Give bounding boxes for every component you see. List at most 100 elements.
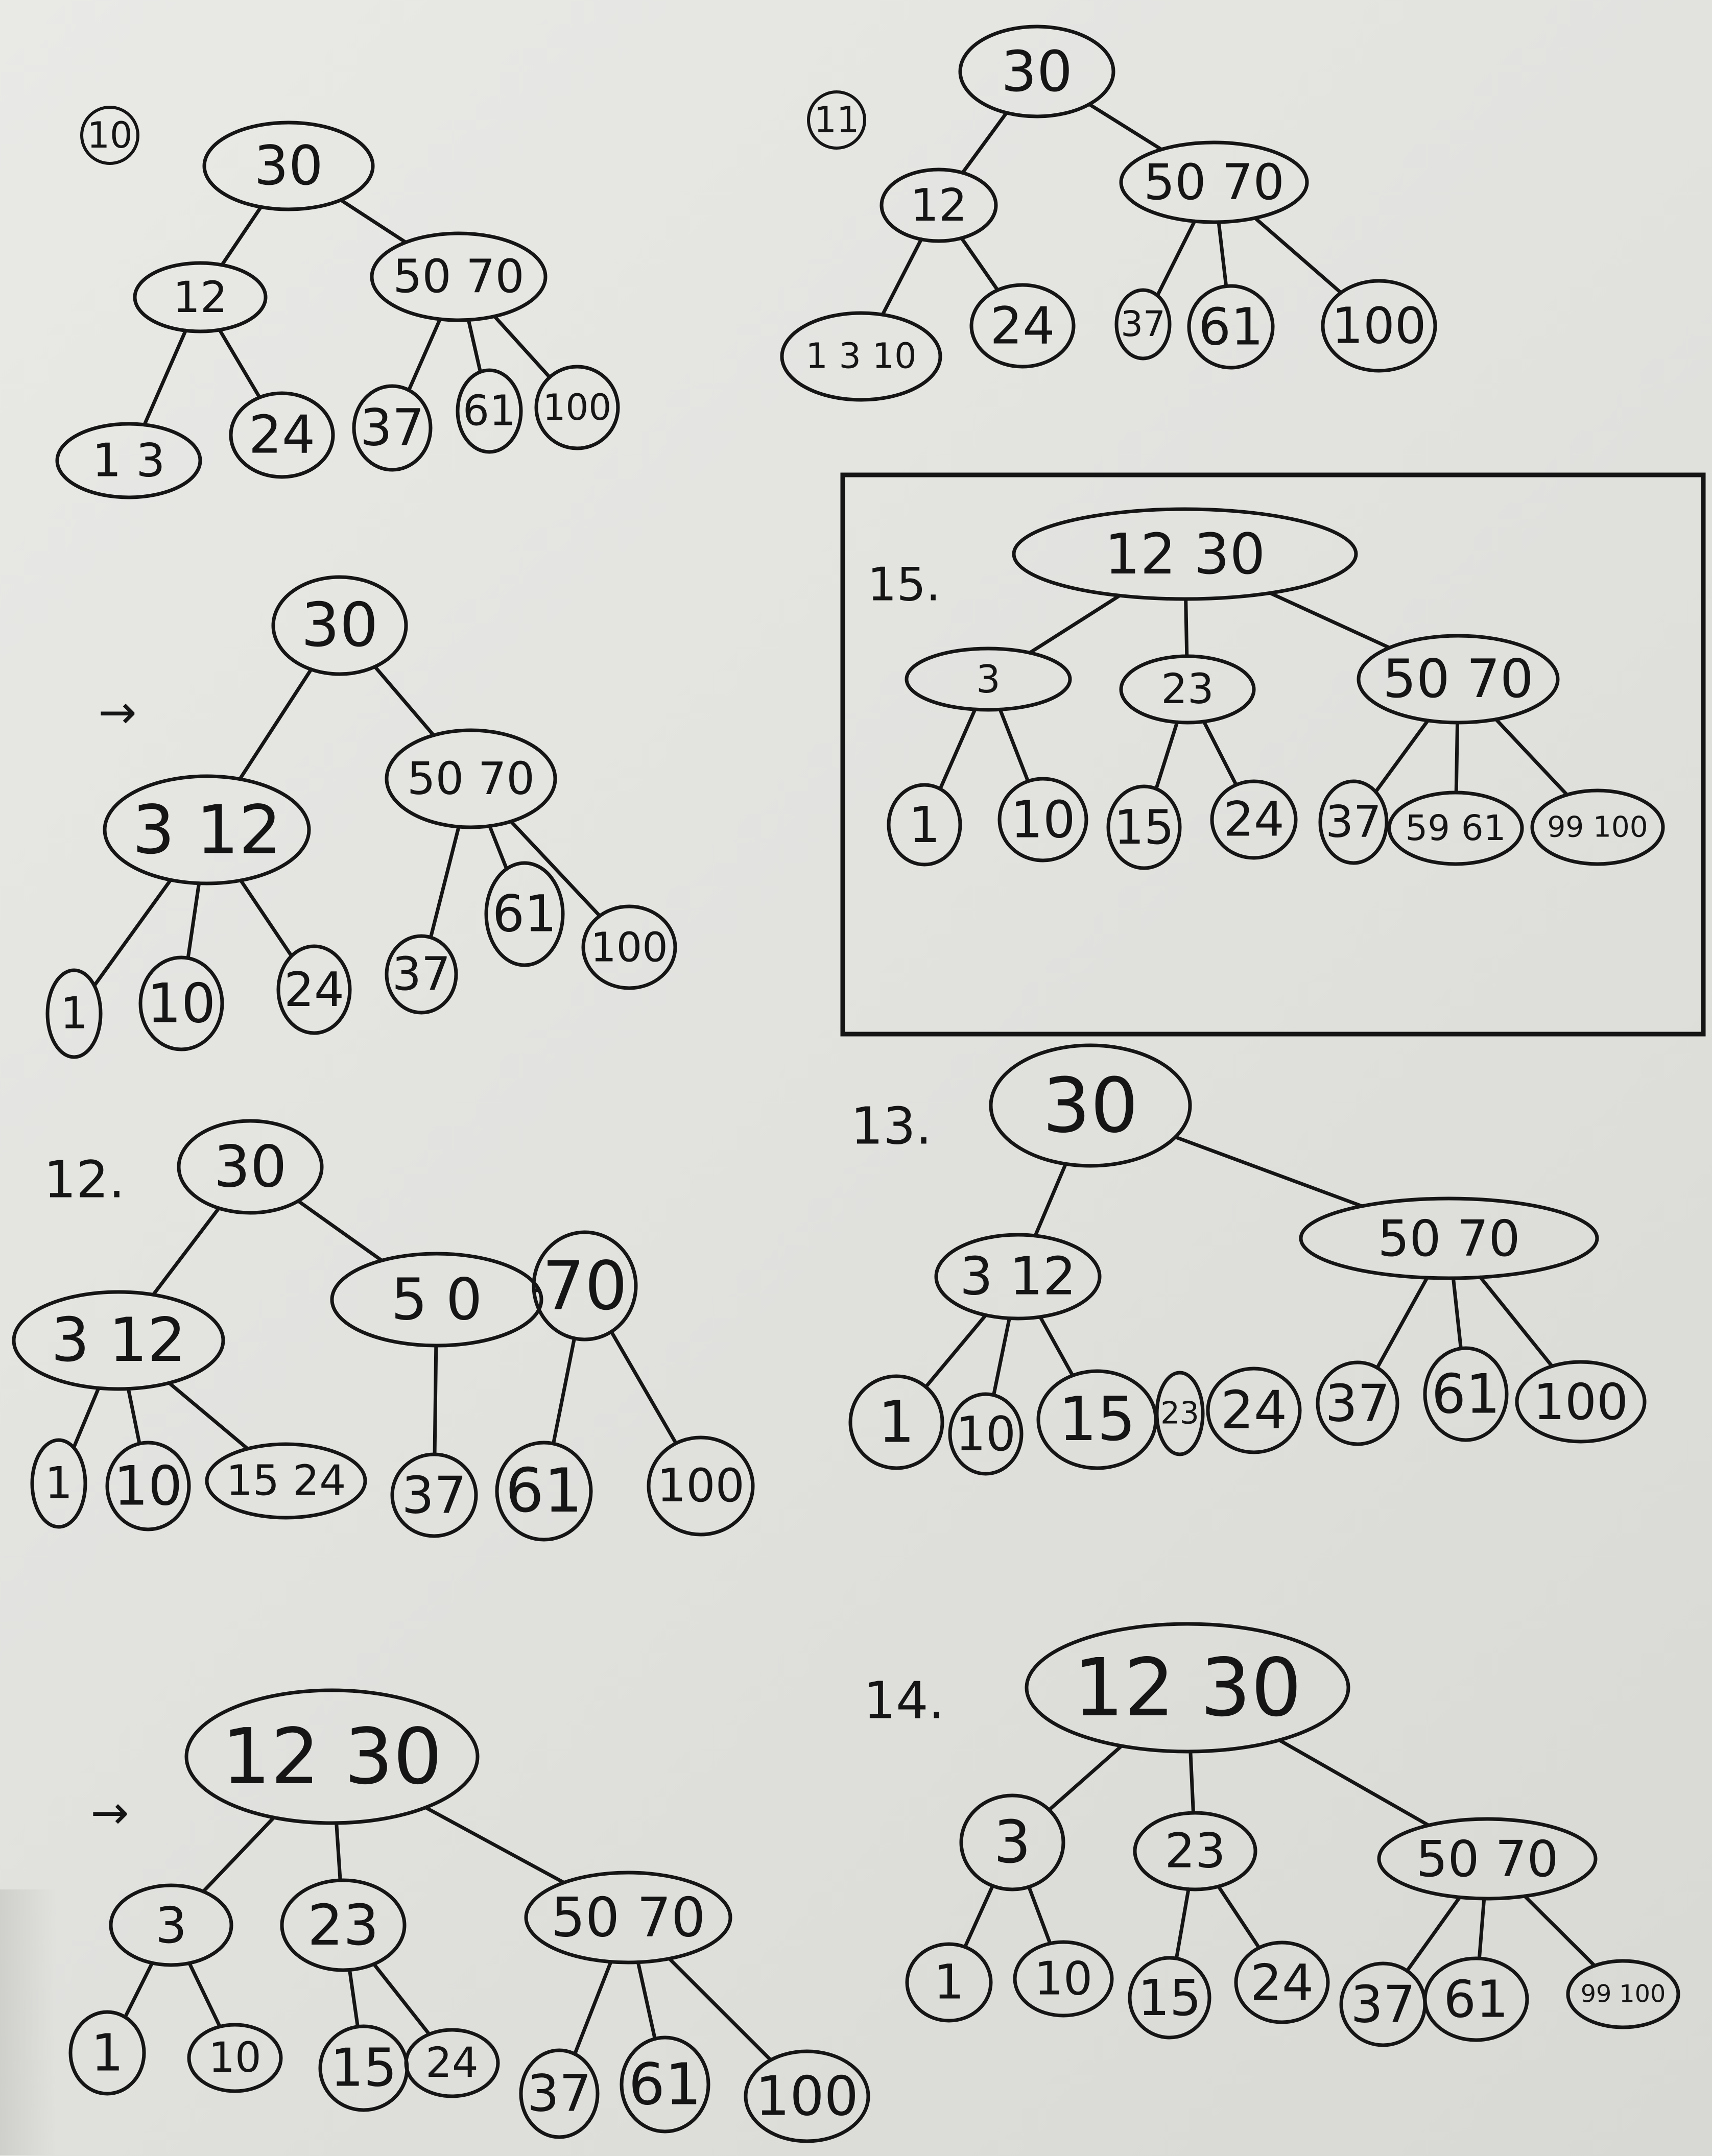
- tree-edge: [407, 317, 442, 392]
- tree-edge: [151, 1206, 221, 1297]
- tree-node-outline: [352, 384, 433, 472]
- tree-node-outline: [1012, 507, 1358, 601]
- tree-node: 1: [68, 2010, 146, 2096]
- tree-edge: [123, 1961, 154, 2019]
- tree-node: 100: [581, 904, 677, 990]
- tree-node-outline: [109, 1883, 233, 1967]
- tree-node-outline: [390, 1452, 478, 1538]
- tree-node-outline: [969, 283, 1076, 369]
- tree-node-keys: 61: [492, 885, 557, 944]
- tree-node-outline: [1119, 654, 1256, 725]
- tree-node-keys: 61: [1432, 1363, 1501, 1426]
- tree-node: 1: [45, 968, 103, 1059]
- tree-node-keys: 24: [284, 962, 344, 1017]
- tree-edge: [187, 1961, 222, 2029]
- tree-node-outline: [1106, 784, 1182, 870]
- tree-node-keys: 50 70: [551, 1886, 706, 1949]
- tree-node-outline: [385, 934, 458, 1015]
- tree-node-outline: [138, 955, 224, 1051]
- tree-edge: [1375, 1276, 1429, 1370]
- tree-node: 50 70: [1299, 1196, 1599, 1280]
- tree-node-keys: 37: [392, 948, 450, 1001]
- tree-node: 15: [1128, 1956, 1211, 2040]
- tree-node: 61: [495, 1441, 593, 1542]
- tree-node: 70: [532, 1230, 638, 1341]
- tree-node-keys: 37: [401, 1466, 466, 1525]
- tree-edge: [92, 878, 173, 988]
- tree-node-keys: 61: [1198, 297, 1263, 357]
- tree-node: 37: [390, 1452, 478, 1538]
- tree-node-outline: [105, 1441, 191, 1531]
- tree-node-outline: [620, 2035, 710, 2134]
- tree-edge: [1523, 1894, 1597, 1968]
- tree-node-outline: [1025, 1622, 1350, 1754]
- tree-node-outline: [276, 944, 352, 1035]
- tree-node: 37: [1316, 1360, 1399, 1446]
- tree-node-keys: 50 70: [1377, 1209, 1520, 1267]
- tree-node-keys: 24: [249, 405, 315, 466]
- tree-node-keys: 24: [1221, 1380, 1287, 1441]
- tree-node-outline: [187, 2023, 283, 2093]
- tree-edge: [1202, 720, 1238, 787]
- tree-node-keys: 5 0: [391, 1266, 483, 1333]
- tree-node-outline: [1234, 1941, 1330, 2024]
- step-number-label: 13.: [850, 1096, 932, 1156]
- tree-node: 24: [276, 944, 352, 1035]
- tree-edge: [1033, 1162, 1068, 1238]
- tree-node-keys: 1 3: [92, 434, 165, 488]
- tree-node: 12 30: [1025, 1622, 1350, 1754]
- tree-edge: [1217, 220, 1228, 289]
- tree-node: 10: [138, 955, 224, 1051]
- tree-node-outline: [55, 422, 202, 499]
- tree-node-keys: 10: [114, 1455, 183, 1518]
- tree-node-keys: 23: [1164, 1824, 1225, 1879]
- tree-edge: [1478, 1275, 1554, 1368]
- tree-node-keys: 37: [1350, 1975, 1415, 2034]
- tree-node-outline: [177, 1119, 324, 1215]
- tree-node: 61: [1187, 284, 1275, 370]
- tree-edge: [429, 825, 461, 940]
- tree-node: 37: [1318, 779, 1389, 865]
- tree-node-outline: [959, 1793, 1065, 1891]
- tree-edge: [1268, 591, 1392, 650]
- tree-node-keys: 61: [1443, 1970, 1508, 2029]
- tree-node-outline: [1114, 288, 1172, 361]
- tree-edge: [924, 1313, 988, 1389]
- tree-edge: [466, 318, 482, 374]
- tree-edge: [218, 328, 261, 399]
- tree-node-outline: [647, 1435, 755, 1537]
- tree-node-outline: [879, 167, 998, 243]
- tree-node: 24: [1206, 1367, 1302, 1454]
- tree-node: 24: [1210, 779, 1298, 860]
- tree-node: 15: [1036, 1369, 1158, 1470]
- tree-node-outline: [184, 1688, 480, 1825]
- tree-edge: [1405, 1895, 1462, 1973]
- tree-node: 1 3: [55, 422, 202, 499]
- tree-node-outline: [30, 1438, 87, 1529]
- tree-node-keys: 37: [360, 399, 424, 458]
- tree-node-keys: 100: [543, 387, 612, 428]
- tree-edge: [1154, 720, 1179, 791]
- tree-node-keys: 15: [1138, 1969, 1201, 2027]
- tree-node: 37: [1114, 288, 1172, 361]
- tree-edge: [335, 1821, 342, 1882]
- tree-node-keys: 50 70: [1144, 154, 1285, 211]
- tree-node-outline: [330, 1252, 543, 1348]
- tree-edge: [488, 824, 509, 871]
- tree-node-outline: [532, 1230, 638, 1341]
- tree-node: 1: [848, 1374, 944, 1470]
- step-number-label: 10: [87, 114, 132, 156]
- tree-node-keys: 37: [1325, 1374, 1390, 1433]
- tree-node-outline: [1423, 1956, 1529, 2042]
- tree-node-outline: [271, 575, 408, 676]
- tree-node-outline: [280, 1878, 407, 1972]
- tree-node: 50 70: [385, 728, 557, 829]
- tree-node: 5 0: [330, 1252, 543, 1348]
- tree-edge: [1087, 102, 1163, 152]
- tree-node-keys: 12 30: [1105, 521, 1266, 587]
- tree-edge: [509, 820, 602, 918]
- tree-edge: [167, 1381, 250, 1451]
- tree-node-keys: 10: [147, 972, 216, 1035]
